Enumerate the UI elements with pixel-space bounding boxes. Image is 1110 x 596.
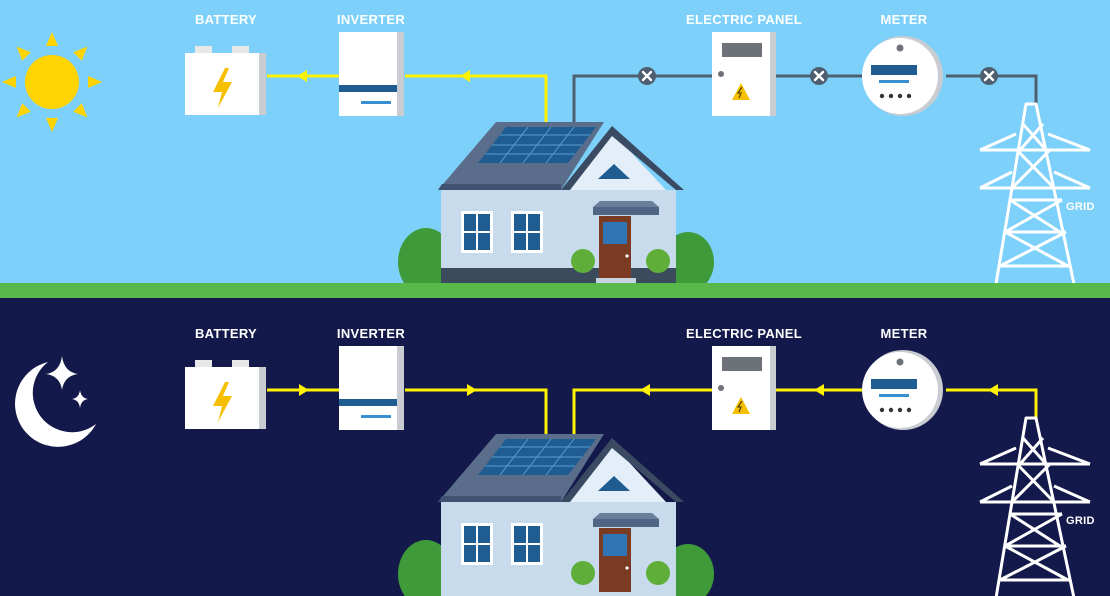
house-icon (398, 122, 714, 296)
grass-strip (0, 283, 1110, 298)
solar-to-inverter-line (405, 70, 548, 122)
meter-to-grid-line (946, 74, 1038, 104)
electric-panel-label: ELECTRIC PANEL (686, 12, 802, 27)
meter-label: METER (880, 326, 928, 341)
inverter-to-battery-line (267, 70, 340, 82)
inverter-to-house-line (405, 384, 548, 435)
nighttime-scene (0, 298, 1110, 596)
house-to-panel-line (572, 74, 714, 122)
battery-label: BATTERY (194, 12, 258, 27)
daytime-scene (0, 0, 1110, 298)
electric-panel-label: ELECTRIC PANEL (686, 326, 802, 341)
grid-label: GRID (1066, 201, 1095, 213)
moon-stars-icon (15, 356, 96, 447)
meter-icon (862, 350, 943, 430)
sun-icon (2, 32, 102, 132)
meter-icon (862, 36, 943, 116)
electric-panel-icon (712, 346, 776, 430)
meter-to-panel-line (776, 384, 864, 396)
electric-panel-icon (712, 32, 776, 116)
grid-to-meter-line (946, 384, 1038, 418)
nighttime-diagram: BATTERY INVERTER ELECTRIC PANEL METER GR… (0, 298, 1110, 596)
blocked-x-icon (810, 67, 828, 85)
inverter-icon (339, 346, 404, 430)
house-icon (398, 434, 714, 596)
battery-icon (185, 46, 266, 115)
transmission-tower-icon (979, 102, 1091, 285)
inverter-icon (339, 32, 404, 116)
transmission-tower-icon (979, 416, 1091, 596)
inverter-label: INVERTER (336, 326, 406, 341)
blocked-x-icon (638, 67, 656, 85)
panel-to-house-line (572, 384, 714, 435)
daytime-diagram: BATTERY INVERTER ELECTRIC PANEL METER GR… (0, 0, 1110, 298)
grid-label: GRID (1066, 515, 1095, 527)
blocked-x-icon (980, 67, 998, 85)
battery-to-inverter-line (267, 384, 340, 396)
battery-icon (185, 360, 266, 429)
battery-label: BATTERY (194, 326, 258, 341)
meter-label: METER (880, 12, 928, 27)
inverter-label: INVERTER (336, 12, 406, 27)
